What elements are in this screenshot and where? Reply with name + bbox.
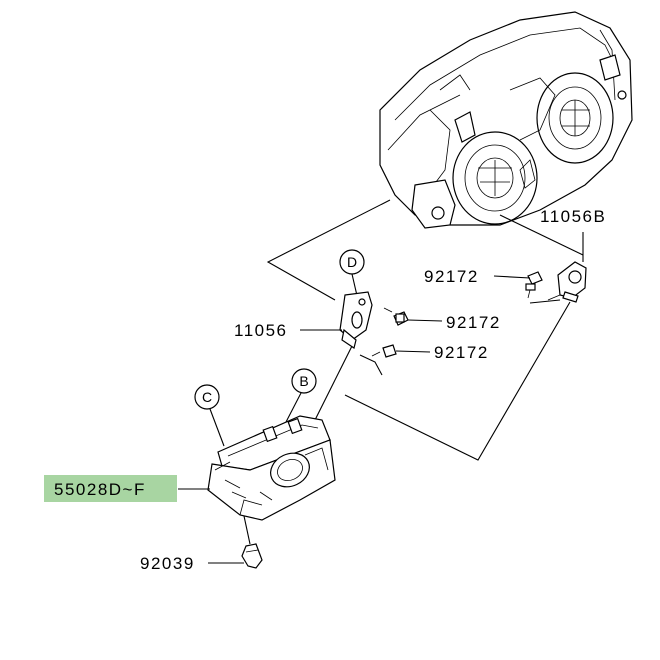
label-11056: 11056 <box>234 321 288 340</box>
label-bolt-lower: 92172 <box>434 343 489 362</box>
marker-b: B <box>285 368 317 423</box>
leader-bolt-lower <box>395 350 431 353</box>
bracket-11056b <box>547 261 587 303</box>
duct-assembly <box>207 415 336 521</box>
headlight-assembly <box>379 11 633 229</box>
marker-d-letter: D <box>347 254 357 270</box>
label-bolt-upper: 92172 <box>424 267 479 286</box>
bolt-middle <box>383 307 409 326</box>
marker-d: D <box>339 249 365 301</box>
clip-92039 <box>241 515 263 569</box>
bolt-lower <box>371 344 397 358</box>
label-duct-highlight <box>44 475 177 502</box>
reference-lines <box>266 199 584 461</box>
label-clip: 92039 <box>140 554 195 573</box>
marker-c-letter: C <box>202 389 212 405</box>
leader-bolt-upper <box>493 275 531 279</box>
bracket-11056 <box>339 291 373 349</box>
label-11056b: 11056B <box>540 207 606 226</box>
marker-b-letter: B <box>299 373 308 389</box>
leader-bolt-middle <box>407 319 443 322</box>
label-bolt-middle: 92172 <box>446 313 501 332</box>
label-duct: 55028D~F <box>54 480 146 499</box>
bolt-upper <box>525 271 543 299</box>
marker-c: C <box>194 384 225 447</box>
